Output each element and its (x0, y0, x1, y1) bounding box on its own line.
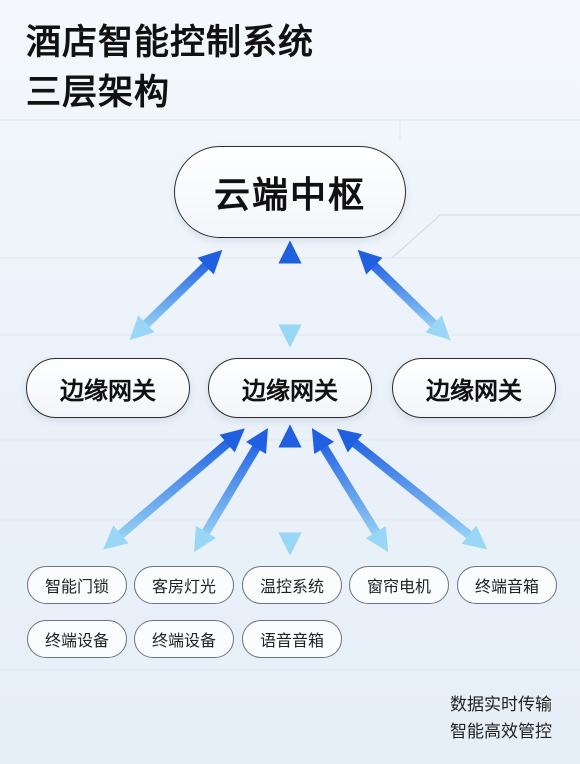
cloud-hub-node: 云端中枢 (174, 146, 406, 238)
title-line-2: 三层架构 (26, 73, 171, 113)
arrow-gateway-device-4 (311, 428, 389, 552)
edge-gateway-right: 边缘网关 (392, 358, 556, 418)
caption-line-2: 智能高效管控 (450, 722, 552, 742)
caption: 数据实时传输 智能高效管控 (450, 692, 552, 746)
device-terminal-2: 终端设备 (134, 620, 234, 658)
device-voice-speaker: 语音音箱 (242, 620, 342, 658)
arrow-gateway-device-5 (336, 428, 488, 550)
edge-gateway-left: 边缘网关 (26, 358, 190, 418)
arrow-gateway-device-1 (103, 428, 245, 550)
device-room-lighting: 客房灯光 (134, 566, 234, 604)
arrow-gateway-device-2 (194, 427, 268, 553)
device-climate-control: 温控系统 (242, 566, 342, 604)
arrow-cloud-gateway-left (129, 249, 223, 341)
title-line-1: 酒店智能控制系统 (26, 23, 315, 63)
caption-line-1: 数据实时传输 (450, 695, 552, 715)
device-smart-lock: 智能门锁 (27, 566, 127, 604)
device-terminal-speaker: 终端音箱 (457, 566, 557, 604)
device-curtain-motor: 窗帘电机 (349, 566, 449, 604)
page-title: 酒店智能控制系统 三层架构 (26, 18, 314, 118)
device-terminal-1: 终端设备 (27, 620, 127, 658)
edge-gateway-center: 边缘网关 (208, 358, 372, 418)
arrow-cloud-gateway-right (357, 249, 451, 341)
